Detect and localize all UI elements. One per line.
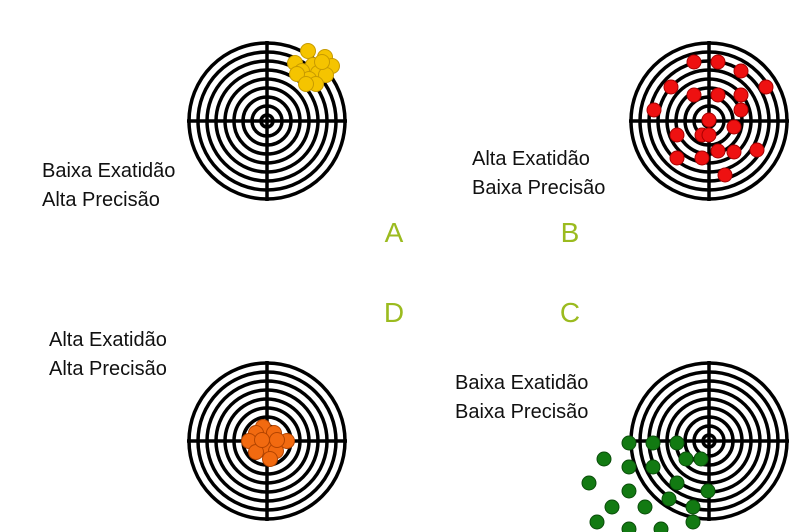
- caption-top-left-line2: Alta Precisão: [42, 189, 160, 211]
- shot-mark-green: [661, 491, 677, 507]
- shot-mark-green: [596, 451, 612, 467]
- shot-mark-green: [581, 475, 597, 491]
- shot-mark-red: [710, 143, 726, 159]
- shot-mark-green: [621, 521, 637, 532]
- shot-mark-red: [726, 144, 742, 160]
- caption-top-right-line2: Baixa Precisão: [472, 177, 606, 199]
- shot-mark-green: [700, 483, 716, 499]
- caption-top-left-line1: Baixa Exatidão: [42, 160, 176, 182]
- shot-mark-red: [646, 102, 662, 118]
- caption-bottom-right: Baixa Exatidão Baixa Precisão: [455, 369, 588, 427]
- shot-marks: [241, 43, 774, 532]
- shot-mark-green: [621, 483, 637, 499]
- shot-mark-green: [669, 475, 685, 491]
- shot-mark-green: [621, 435, 637, 451]
- shot-mark-green: [645, 435, 661, 451]
- shot-mark-red: [701, 112, 717, 128]
- shot-mark-green: [669, 435, 685, 451]
- shot-mark-red: [694, 150, 710, 166]
- letter-c: C: [559, 297, 581, 328]
- shot-mark-red: [710, 87, 726, 103]
- shot-mark-green: [678, 451, 694, 467]
- shot-mark-green: [653, 521, 669, 532]
- caption-bottom-right-line1: Baixa Exatidão: [455, 372, 589, 394]
- target-top-left: [187, 41, 347, 201]
- shot-mark-gold: [289, 66, 305, 82]
- shot-mark-gold: [300, 43, 316, 59]
- shot-mark-red: [686, 87, 702, 103]
- caption-top-right-line1: Alta Exatidão: [472, 148, 590, 170]
- shot-mark-orange: [269, 432, 285, 448]
- shot-mark-green: [645, 459, 661, 475]
- shot-mark-gold: [314, 54, 330, 70]
- caption-bottom-left: Alta Exatidão Alta Precisão: [49, 326, 167, 384]
- shot-mark-red: [758, 79, 774, 95]
- shot-mark-red: [669, 127, 685, 143]
- shot-mark-orange: [262, 451, 278, 467]
- letter-a: A: [384, 217, 404, 248]
- shot-mark-red: [733, 102, 749, 118]
- caption-bottom-left-line2: Alta Precisão: [49, 358, 167, 380]
- shot-mark-green: [637, 499, 653, 515]
- shot-mark-red: [733, 63, 749, 79]
- shot-mark-green: [685, 514, 701, 530]
- shot-mark-red: [663, 79, 679, 95]
- letter-b: B: [560, 217, 580, 248]
- shot-mark-red: [733, 87, 749, 103]
- shot-mark-red: [710, 54, 726, 70]
- shot-mark-green: [693, 451, 709, 467]
- shot-mark-red: [669, 150, 685, 166]
- shot-mark-green: [604, 499, 620, 515]
- shot-mark-orange: [254, 432, 270, 448]
- shot-mark-green: [685, 499, 701, 515]
- shot-mark-red: [717, 167, 733, 183]
- shot-mark-gold: [298, 76, 314, 92]
- caption-top-right: Alta Exatidão Baixa Precisão: [472, 145, 605, 203]
- shot-mark-green: [621, 459, 637, 475]
- shot-mark-red: [749, 142, 765, 158]
- caption-bottom-right-line2: Baixa Precisão: [455, 401, 589, 423]
- shot-mark-green: [589, 514, 605, 530]
- shot-mark-red: [701, 127, 717, 143]
- letter-d: D: [383, 297, 405, 328]
- caption-top-left: Baixa Exatidão Alta Precisão: [42, 157, 175, 215]
- caption-bottom-left-line1: Alta Exatidão: [49, 329, 167, 351]
- shot-mark-red: [686, 54, 702, 70]
- shot-mark-red: [726, 119, 742, 135]
